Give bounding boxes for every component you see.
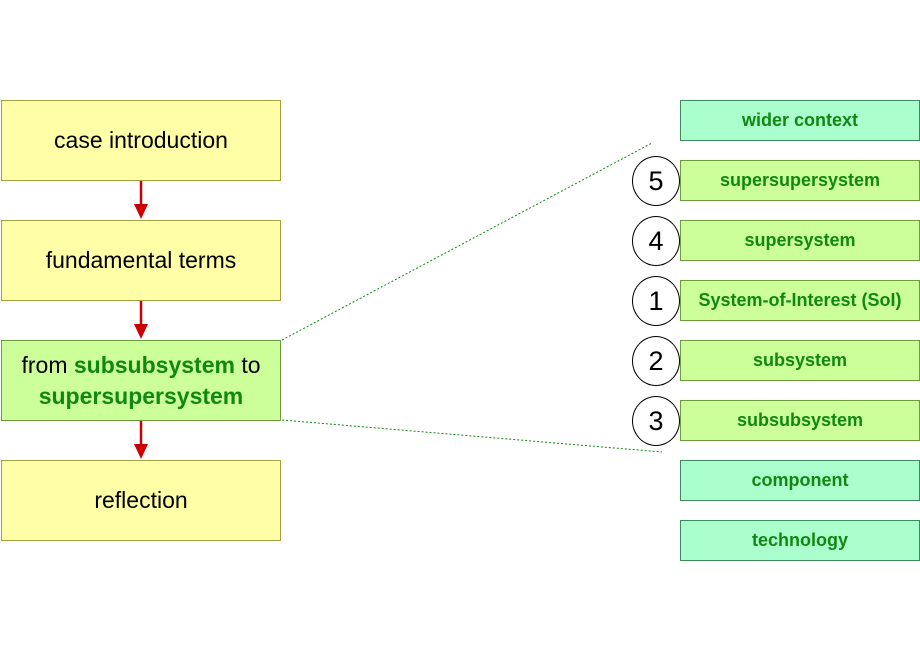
order-badge-supersupersystem: 5 — [632, 156, 680, 206]
zoom-line-bottom — [281, 419, 663, 453]
level-label: wider context — [741, 110, 859, 130]
from-supersupersystem: supersupersystem — [38, 382, 244, 409]
level-system-of-interest: System-of-Interest (SoI) — [680, 280, 920, 321]
level-supersupersystem: supersupersystem — [680, 160, 920, 201]
badge-number: 4 — [648, 225, 664, 256]
level-subsubsystem: subsubsystem — [680, 400, 920, 441]
level-wider-context: wider context — [680, 100, 920, 141]
badge-number: 5 — [648, 165, 664, 196]
level-subsystem: subsystem — [680, 340, 920, 381]
zoom-line-top — [281, 142, 653, 341]
level-label: subsubsystem — [736, 410, 864, 430]
flow-step-label: case introduction — [54, 127, 228, 153]
level-label: supersystem — [744, 230, 856, 250]
flow-step-label: reflection — [94, 487, 188, 513]
level-label: component — [751, 470, 849, 490]
level-label: subsystem — [752, 350, 848, 370]
flow-step-subsubsystem-to-supersupersystem: from subsubsystem to supersupersystem — [1, 340, 281, 421]
level-technology: technology — [680, 520, 920, 561]
flow-arrow-2 — [134, 301, 148, 339]
flow-step-label: fundamental terms — [45, 247, 237, 273]
badge-number: 2 — [648, 345, 664, 376]
order-badge-subsystem: 2 — [632, 336, 680, 386]
level-label: System-of-Interest (SoI) — [698, 290, 902, 310]
flow-step-reflection: reflection — [1, 460, 281, 541]
order-badge-supersystem: 4 — [632, 216, 680, 266]
flow-step-case-introduction: case introduction — [1, 100, 281, 181]
badge-number: 3 — [648, 405, 664, 436]
flow-arrow-1 — [134, 181, 148, 219]
from-prefix: from — [21, 351, 68, 378]
level-label: supersupersystem — [719, 170, 881, 190]
flow-step-fundamental-terms: fundamental terms — [1, 220, 281, 301]
from-subsubsystem: subsubsystem — [73, 351, 235, 378]
badge-number: 1 — [648, 285, 664, 316]
level-supersystem: supersystem — [680, 220, 920, 261]
flow-step-label: from subsubsystem to supersupersystem — [21, 350, 260, 412]
level-component: component — [680, 460, 920, 501]
order-badge-subsubsystem: 3 — [632, 396, 680, 446]
level-label: technology — [751, 530, 848, 550]
flow-arrow-3 — [134, 421, 148, 459]
from-to: to — [241, 351, 261, 378]
order-badge-system-of-interest: 1 — [632, 276, 680, 326]
